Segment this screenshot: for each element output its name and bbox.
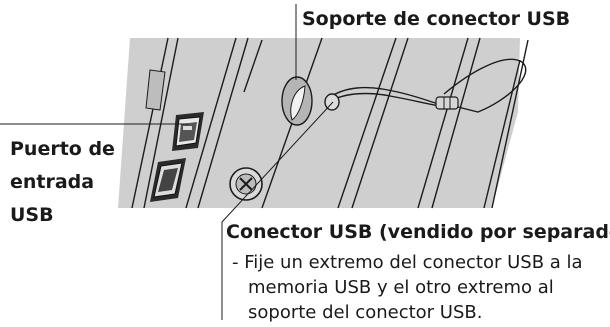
usb-input-port-label: Puerto de entrada USB — [10, 133, 115, 232]
panel-ridges — [131, 37, 529, 209]
usb-connector-strap-plug — [435, 96, 459, 110]
usb-input-port-label-line3: USB — [10, 204, 54, 226]
usb-connector-label: Conector USB (vendido por separado) — [226, 221, 610, 243]
panel-ridge-block — [145, 69, 166, 111]
leader-line-conector — [221, 101, 334, 320]
usb-input-port — [172, 112, 204, 151]
usb-connector-strap — [324, 58, 527, 113]
usb-input-port-label-line1: Puerto de — [10, 138, 115, 160]
tv-back-panel — [118, 38, 520, 208]
usb-input-port-label-line2: entrada — [10, 171, 95, 193]
instruction-text: - Fije un extremo del conector USB a la … — [232, 252, 583, 323]
lower-port — [150, 158, 186, 202]
usb-connector-holder-label: Soporte de conector USB — [302, 8, 571, 30]
usb-connector-holder — [281, 76, 313, 126]
screw — [229, 167, 263, 201]
